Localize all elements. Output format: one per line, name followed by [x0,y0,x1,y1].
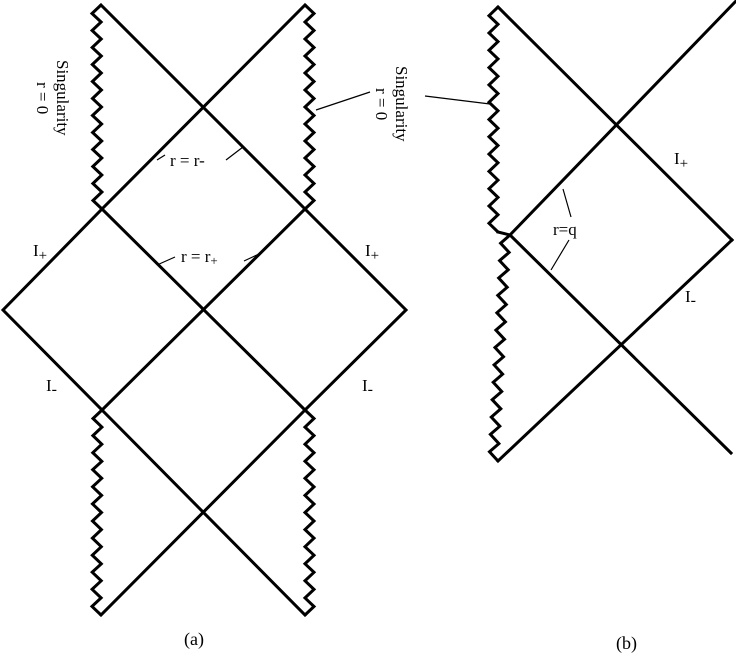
a-inner-horizon-pointer [156,146,244,161]
b-singularity-label: Singularity [392,66,411,142]
a-singularity-label: Singularity [53,60,72,136]
b-horizon-pointer [550,188,572,271]
a-singularity-top-left [89,3,105,211]
b-singularity-r-label: r = 0 [372,88,391,120]
b-caption: (b) [616,633,637,654]
panel-b: Singularity r = 0 r=q I+ I- (b) [315,0,736,654]
a-horizon-line-2 [98,2,308,618]
b-scri-plus-edge [495,4,735,243]
b-horizon-and-scri-edges [495,0,736,464]
b-singularity-pointer [424,95,491,105]
a-caption: (a) [184,629,204,650]
a-left-diamond-edges [0,206,105,413]
a-right-diamond-edges [302,206,409,413]
a-singularity-pointer [315,91,371,111]
a-singularity-r-label: r = 0 [33,82,52,114]
a-scri-minus-right: I- [362,376,373,398]
a-scri-minus-left: I- [46,376,57,398]
b-scri-plus: I+ [674,149,688,172]
b-scri-minus: I- [685,287,696,309]
panel-a: Singularity r = 0 r = r- r = r+ I+ I+ I-… [0,2,409,650]
a-scri-plus-right: I+ [365,241,379,264]
a-singularity-bottom-right [302,408,317,617]
b-left-boundary-link [496,230,512,237]
b-singularity-lower [487,233,512,463]
a-outer-horizon-pointer [156,253,260,266]
b-horizon-label: r=q [553,220,577,239]
a-singularity-bottom-left [89,408,105,617]
a-singularity-top-right [302,3,317,211]
b-singularity-upper [486,5,501,234]
a-outer-horizon-label: r = r+ [181,247,218,268]
a-scri-plus-left: I+ [33,241,47,264]
a-inner-horizon-label: r = r- [170,151,205,170]
